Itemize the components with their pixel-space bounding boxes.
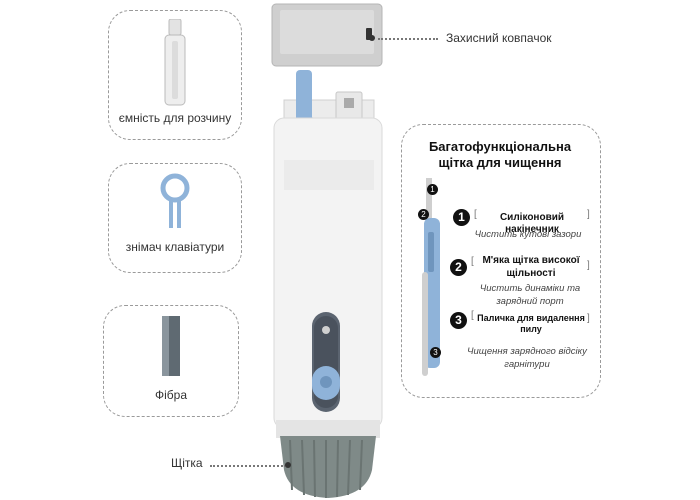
cap-callout-line	[378, 38, 438, 40]
cap-callout-dot	[369, 35, 375, 41]
cleaning-kit-device	[271, 3, 383, 498]
feature-3-description-line2: гарнітури	[504, 359, 550, 370]
feature-3-name-line2: пилу	[520, 324, 542, 334]
keycap-puller-icon	[160, 173, 190, 228]
feature-1-bracket-right: ]	[587, 209, 590, 220]
feature-2-name-line2: щільності	[506, 268, 556, 279]
spray-bottle-icon	[164, 19, 186, 106]
tool-marker-2: 2	[418, 209, 429, 220]
fiber-cloth-card: Фібра	[103, 305, 239, 417]
fiber-cloth-caption: Фібра	[154, 388, 187, 402]
feature-3-number: 3	[450, 312, 467, 329]
feature-1-name: Силіконовий накінечник	[499, 212, 565, 235]
cap-callout-label: Захисний ковпачок	[446, 31, 552, 45]
solution-bottle-card: ємність для розчину	[108, 10, 242, 140]
feature-1-number: 1	[453, 209, 470, 226]
fiber-cloth-icon	[162, 316, 180, 376]
keycap-puller-card: знімач клавіатури	[108, 163, 242, 273]
feature-1-description: Чистить кутові зазори	[474, 229, 582, 240]
tool-marker-3: 3	[430, 347, 441, 358]
solution-bottle-caption: ємність для розчину	[118, 111, 232, 125]
feature-3-name-line1: Паличка для видалення	[477, 313, 585, 323]
feature-3-bracket-left: [	[471, 310, 474, 321]
brush-callout-dot	[285, 462, 291, 468]
feature-2-number: 2	[450, 259, 467, 276]
keycap-puller-caption: знімач клавіатури	[125, 240, 225, 254]
panel-title-line2: щітка для чищення	[438, 155, 562, 170]
feature-3-description-line1: Чищення зарядного відсіку	[467, 346, 587, 357]
feature-2-name-line1: М'яка щітка високої	[482, 255, 580, 266]
brush-callout-line	[210, 465, 286, 467]
feature-2-description-line1: Чистить динаміки та	[479, 283, 581, 294]
panel-title-line1: Багатофункціональна	[428, 139, 572, 154]
multi-tool-illustration	[422, 178, 440, 376]
brush-collar	[276, 420, 380, 438]
feature-2-bracket-right: ]	[587, 260, 590, 271]
feature-2-bracket-left: [	[471, 256, 474, 267]
feature-3-bracket-right: ]	[587, 313, 590, 324]
feature-2-description-line2: зарядний порт	[496, 296, 564, 307]
feature-1-bracket-left: [	[474, 209, 477, 220]
tool-marker-1: 1	[427, 184, 438, 195]
brush-callout-label: Щітка	[171, 456, 203, 470]
